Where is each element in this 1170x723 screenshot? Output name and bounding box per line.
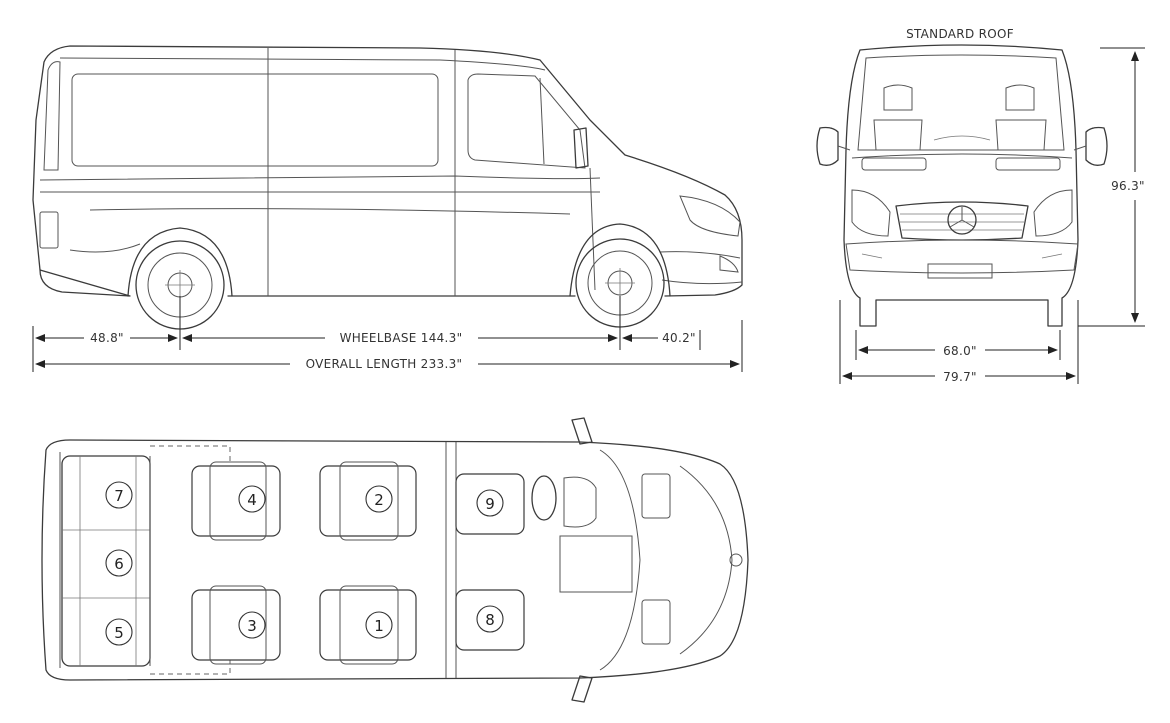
top-view xyxy=(41,417,749,703)
seat-number-4: 4 xyxy=(238,485,266,513)
side-view: 48.8" WHEELBASE 144.3" 40.2" OVERALL LEN… xyxy=(32,45,743,372)
rear-overhang-label: 48.8" xyxy=(90,331,124,345)
seat-8-label: 8 xyxy=(485,611,495,629)
overall-length-label: OVERALL LENGTH 233.3" xyxy=(306,357,463,371)
seat-number-3: 3 xyxy=(238,611,266,639)
seat-3-label: 3 xyxy=(247,617,257,635)
seat-1-label: 1 xyxy=(374,617,384,635)
seat-5-label: 5 xyxy=(114,624,124,642)
seat-number-9: 9 xyxy=(476,489,504,517)
seat-6-label: 6 xyxy=(114,555,124,573)
wheelbase-label: WHEELBASE 144.3" xyxy=(340,331,463,345)
seat-2-label: 2 xyxy=(374,491,384,509)
front-view: STANDARD ROOF xyxy=(816,27,1145,384)
seat-9-label: 9 xyxy=(485,495,495,513)
seat-number-7: 7 xyxy=(105,481,133,509)
front-overhang-label: 40.2" xyxy=(662,331,696,345)
seat-4 xyxy=(191,461,281,541)
seat-number-2: 2 xyxy=(365,485,393,513)
seat-7-label: 7 xyxy=(114,487,124,505)
overall-width-label: 79.7" xyxy=(943,370,977,384)
seat-number-5: 5 xyxy=(105,618,133,646)
standard-roof-label: STANDARD ROOF xyxy=(906,27,1014,41)
seat-3 xyxy=(191,585,281,665)
track-width-label: 68.0" xyxy=(943,344,977,358)
height-label: 96.3" xyxy=(1111,179,1145,193)
seat-number-1: 1 xyxy=(365,611,393,639)
seat-4-label: 4 xyxy=(247,491,257,509)
seat-number-6: 6 xyxy=(105,549,133,577)
seat-number-8: 8 xyxy=(476,605,504,633)
